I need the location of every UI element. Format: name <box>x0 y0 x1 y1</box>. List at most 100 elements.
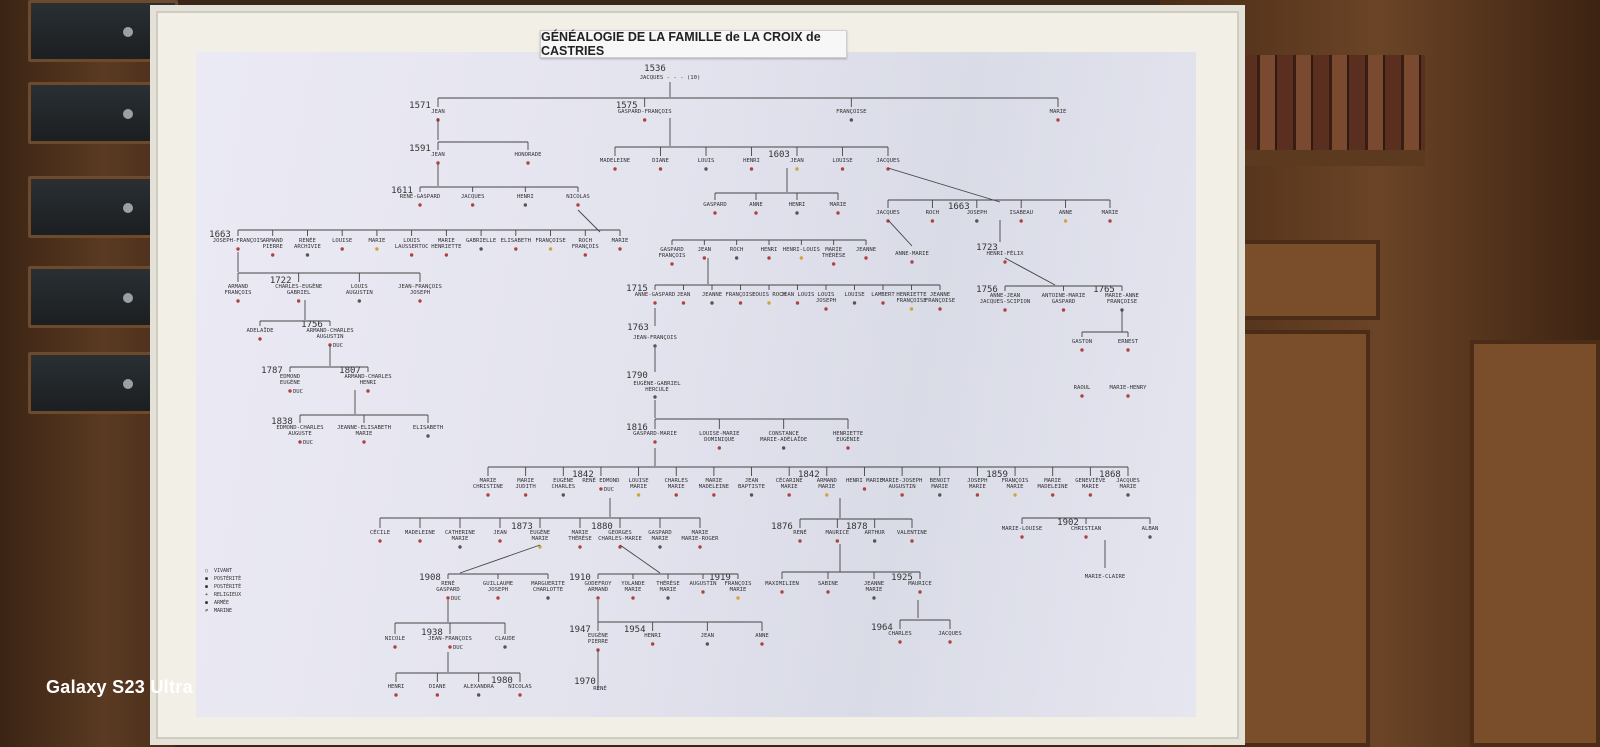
person-marker <box>271 253 275 257</box>
person-marker <box>1019 219 1023 223</box>
person-name: RENÉ <box>441 579 455 587</box>
person-marker <box>736 596 740 600</box>
person-name: EUGÈNE <box>530 528 551 536</box>
person-marker <box>486 493 490 497</box>
person-name: LOUISE <box>832 158 853 164</box>
person-marker <box>631 596 635 600</box>
person-name: ARCHIVIE <box>294 244 322 250</box>
person-marker <box>849 118 854 122</box>
person-name: JEAN <box>790 158 803 164</box>
birth-year: 1842 <box>798 470 820 480</box>
title-note: DUC <box>451 596 461 602</box>
person-name: MARIE <box>931 484 948 490</box>
person-name: MARIE-ADÉLAÏDE <box>760 435 808 443</box>
person-name: LOUIS <box>818 292 835 298</box>
person-marker <box>658 545 662 549</box>
tree-connector <box>1004 257 1056 286</box>
person-name: AUGUSTIN <box>889 484 916 490</box>
person-name: MARIE <box>668 484 685 490</box>
person-name: MARIE <box>1050 109 1067 115</box>
person-name: FRANÇOISE <box>925 298 956 304</box>
person-marker <box>305 253 310 257</box>
person-name: HENRI-FÉLIX <box>986 249 1024 257</box>
person-marker <box>975 219 979 223</box>
person-marker <box>514 247 518 251</box>
person-marker <box>712 493 716 497</box>
person-name: FRANÇOISE <box>1107 299 1138 305</box>
person-name: THÉRÈSE <box>822 251 846 259</box>
person-marker <box>518 693 522 697</box>
person-marker <box>288 389 292 393</box>
person-marker <box>831 262 836 266</box>
person-name: JEAN <box>701 633 714 639</box>
person-name: LAUSSERTOC <box>395 244 429 250</box>
person-name: HENRIETTE <box>833 431 864 437</box>
birth-year: 1980 <box>491 676 513 686</box>
person-marker <box>705 642 710 646</box>
person-marker <box>1003 308 1007 312</box>
person-marker <box>795 167 799 171</box>
person-name: GENEVIÈVE <box>1075 476 1106 484</box>
title-note: DUC <box>604 487 614 493</box>
person-marker <box>366 389 370 393</box>
person-name: MARIE <box>572 530 589 536</box>
person-name: MARIE <box>969 484 986 490</box>
person-name: GASPARD-FRANÇOIS <box>618 109 672 115</box>
person-marker <box>1013 493 1017 497</box>
person-name: ARMAND-CHARLES <box>306 328 353 334</box>
person-name: MARIE <box>660 587 677 593</box>
person-name: BAPTISTE <box>738 484 766 490</box>
person-marker <box>881 301 885 305</box>
birth-year: 1723 <box>976 243 998 253</box>
legend-symbol: ≠ <box>205 608 208 614</box>
person-marker <box>418 299 422 303</box>
person-name: JEAN-FRANÇOIS <box>428 636 472 642</box>
person-marker <box>767 301 771 305</box>
person-marker <box>653 301 657 305</box>
person-name: HENRI <box>743 158 760 164</box>
person-marker <box>666 596 670 600</box>
person-name: DOMINIQUE <box>704 437 735 443</box>
person-name: MARIE <box>438 238 455 244</box>
person-marker <box>653 395 657 399</box>
person-name: ARMAND <box>263 238 284 244</box>
person-name: JEAN-FRANÇOIS <box>633 335 677 341</box>
legend-symbol: ● <box>205 584 208 590</box>
person-name: GABRIEL <box>287 290 311 296</box>
tree-connector <box>887 167 1001 203</box>
person-name: MARIE <box>818 484 835 490</box>
person-name: AUGUSTIN <box>690 581 717 587</box>
person-name: NICOLAS <box>566 194 590 200</box>
person-name: GASPARD <box>703 202 727 208</box>
person-name: MARIE <box>1102 210 1119 216</box>
person-marker <box>448 645 452 649</box>
person-name: JEAN-FRANÇOIS <box>398 284 442 290</box>
legend-symbol: ● <box>205 576 208 582</box>
person-name: JACQUES <box>876 210 900 216</box>
person-name: ANNE-MARIE <box>895 251 929 257</box>
person-name: HENRI <box>517 194 534 200</box>
legend-symbol: + <box>205 592 208 598</box>
person-marker <box>435 693 440 697</box>
person-marker <box>538 545 542 549</box>
person-name: EUGÈNE <box>588 631 609 639</box>
person-name: GODEFROY <box>585 581 613 587</box>
birth-year: 1910 <box>569 573 591 583</box>
person-name: MARIE <box>630 484 647 490</box>
title-note: DUC <box>453 645 463 651</box>
person-name: LOUIS <box>351 284 368 290</box>
person-name: ISABEAU <box>1009 210 1033 216</box>
person-marker <box>394 693 398 697</box>
person-name: LOUIS <box>403 238 420 244</box>
person-marker <box>1126 348 1130 352</box>
person-marker <box>393 645 397 649</box>
person-name: ROCH <box>579 238 592 244</box>
person-name: ELISABETH <box>413 425 443 431</box>
person-marker <box>548 247 553 251</box>
person-name: JOSEPH <box>967 210 987 216</box>
person-marker <box>938 493 942 497</box>
person-name: BENOIT <box>930 478 951 484</box>
genealogy-sheet <box>196 52 1196 717</box>
person-name: MADELEINE <box>1038 484 1069 490</box>
person-name: JACQUES <box>1116 478 1140 484</box>
